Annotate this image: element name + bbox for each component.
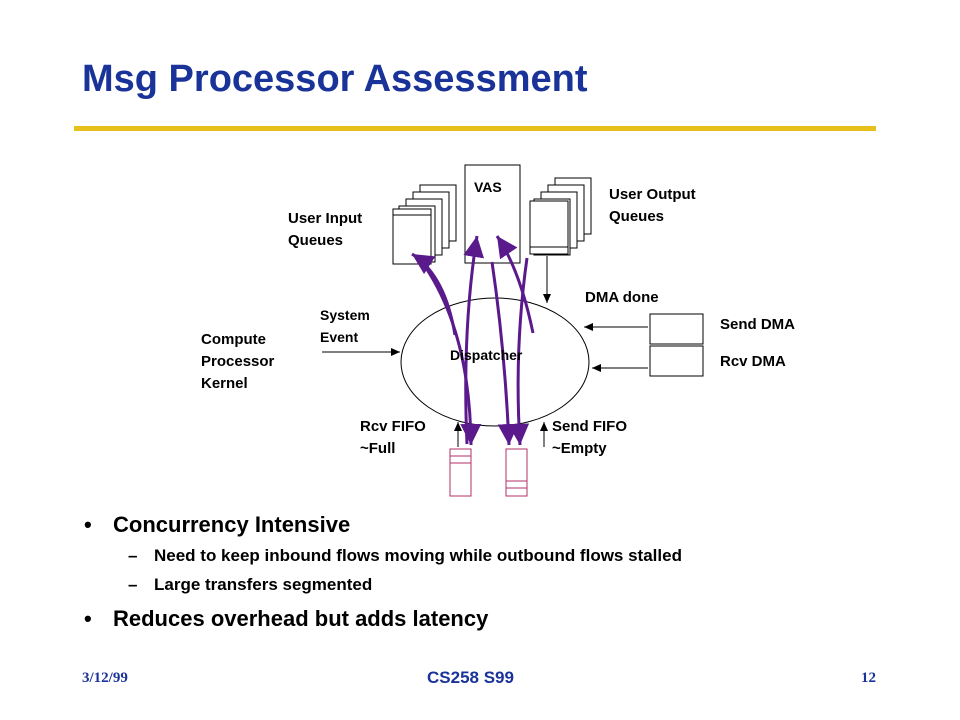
dash-marker: –: [128, 575, 138, 594]
footer-course: CS258 S99: [427, 668, 514, 687]
slide-title: Msg Processor Assessment: [82, 58, 588, 100]
flow-from-output-queues: [508, 257, 530, 446]
rcv-dma-label: Rcv DMA: [720, 353, 786, 370]
compute-processor-kernel-label: Compute Processor Kernel: [201, 331, 275, 392]
send-fifo-box: [505, 448, 528, 497]
title-underline: [74, 126, 876, 131]
flow-to-vas-left: [463, 235, 485, 445]
bullet-dot: •: [84, 606, 92, 631]
dispatcher-label: Dispatcher: [450, 347, 523, 363]
send-dma-box: [649, 313, 704, 345]
footer-page-number: 12: [861, 670, 876, 686]
bullet-dot: •: [84, 512, 92, 537]
user-output-queue-stack: [529, 177, 592, 256]
flow-to-rcv-fifo: [420, 261, 482, 446]
rcv-fifo-box: [449, 448, 472, 497]
dma-done-label: DMA done: [585, 289, 659, 306]
send-dma-label: Send DMA: [720, 316, 795, 333]
bullet-list: • Concurrency Intensive – Need to keep i…: [84, 512, 884, 640]
flow-to-send-fifo: [490, 261, 519, 446]
rcv-dma-box: [649, 345, 704, 377]
system-event-label: System Event: [320, 307, 370, 345]
user-input-queues-label: User Input Queues: [288, 210, 363, 249]
send-fifo-label: Send FIFO ~Empty: [552, 418, 627, 457]
user-input-queue-stack: [392, 184, 457, 265]
bullet-item: • Concurrency Intensive: [84, 512, 351, 537]
sub-bullet-item: – Large transfers segmented: [128, 575, 373, 594]
dispatcher-ellipse: [400, 297, 590, 427]
user-output-queues-label: User Output Queues: [609, 186, 696, 225]
sub-bullet-item: – Need to keep inbound flows moving whil…: [128, 546, 682, 565]
footer-date: 3/12/99: [82, 670, 128, 686]
bullet-item: • Reduces overhead but adds latency: [84, 606, 489, 631]
flow-to-vas-right: [495, 235, 535, 334]
vas-label: VAS: [474, 179, 502, 195]
rcv-fifo-label: Rcv FIFO ~Full: [360, 418, 426, 457]
dash-marker: –: [128, 546, 138, 565]
